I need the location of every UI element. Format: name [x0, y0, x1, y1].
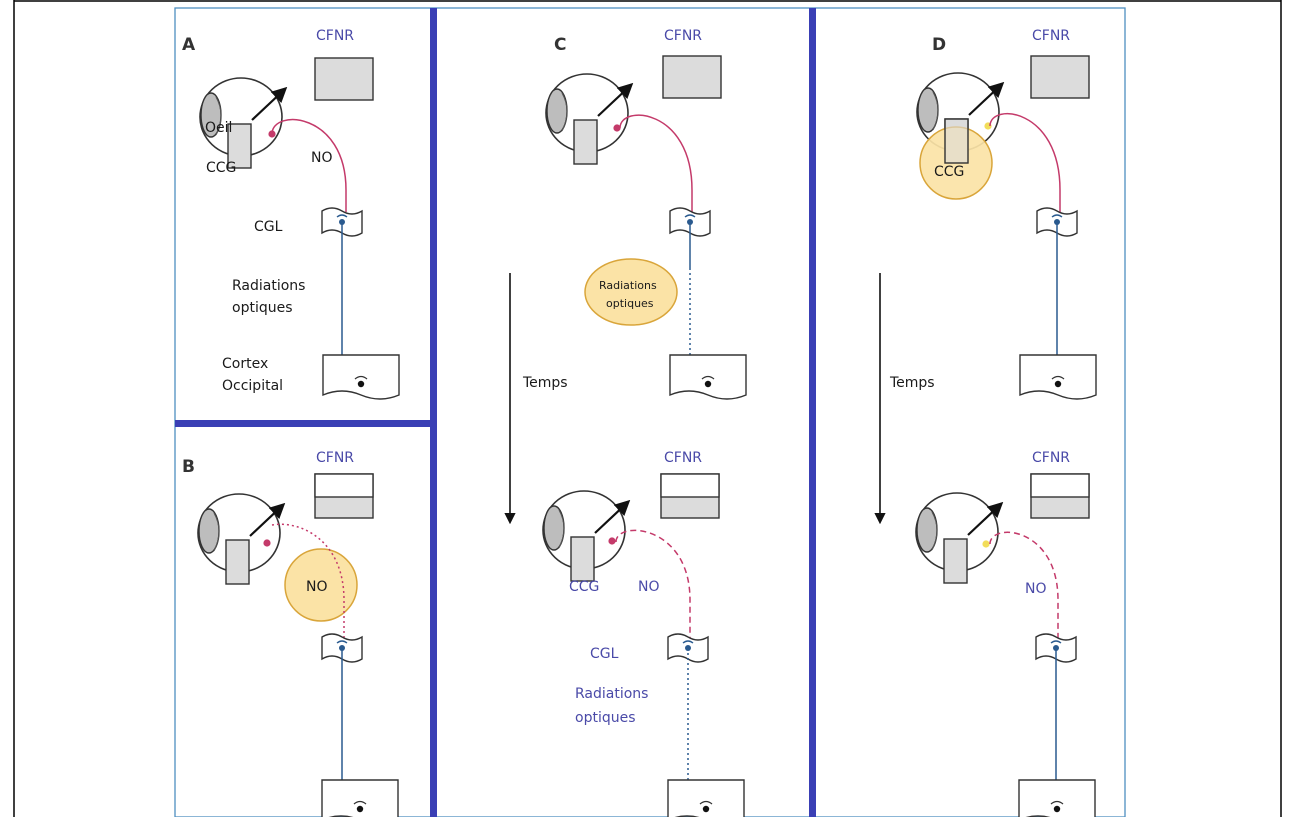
panel-a-radiations-label-1: Radiations	[232, 278, 305, 294]
panel-c-no-label: NO	[638, 579, 660, 595]
panel-d-cfnr-bottom-box	[1030, 473, 1090, 519]
panel-b: B CFNR NO	[182, 450, 399, 817]
panel-c-cfnr-bottom-label: CFNR	[664, 450, 702, 466]
panel-c-cfnr-bottom-box	[660, 473, 720, 519]
panel-c-ganglion-cell-bottom	[608, 537, 616, 545]
panel-d-cfnr-top-label: CFNR	[1032, 28, 1070, 44]
panel-b-eye	[198, 494, 283, 584]
panel-a-cortex-label-2: Occipital	[222, 378, 283, 394]
divider-c-d	[809, 8, 816, 817]
panel-d-eye-bottom	[916, 493, 1001, 583]
panel-a-optic-nerve-fiber	[271, 118, 347, 212]
panel-b-cfnr-label: CFNR	[316, 450, 354, 466]
panel-c-cfnr-top-box	[662, 55, 722, 99]
panel-c-cfnr-top-label: CFNR	[664, 28, 702, 44]
panel-c-cgl-label: CGL	[590, 646, 619, 662]
panel-b-cortex	[321, 779, 399, 817]
panel-c: C CFNR Radiations optiques Temps CFNR CC…	[504, 28, 747, 817]
panel-c-cortex-bottom	[667, 779, 745, 817]
panel-d-optic-nerve-fiber-bottom	[989, 531, 1059, 640]
divider-a-b	[175, 420, 435, 427]
panel-d-ganglion-cell-bottom	[982, 540, 990, 548]
panel-a-letter: A	[182, 35, 196, 55]
panel-d-cortex-top	[1019, 354, 1097, 400]
divider-ab-c	[430, 8, 437, 817]
panel-a-cgl-label: CGL	[254, 219, 283, 235]
panel-c-cortex-top	[669, 354, 747, 400]
panel-b-ganglion-cell	[263, 539, 271, 547]
panel-c-ccg-label: CCG	[569, 579, 599, 595]
panel-c-radiations-label-2: optiques	[575, 710, 636, 726]
panel-c-eye-bottom	[543, 491, 628, 581]
panel-b-letter: B	[182, 457, 195, 477]
panel-a-ccg-label: CCG	[206, 160, 236, 176]
panel-d-optic-nerve-fiber-top	[989, 113, 1061, 212]
figure-frame	[174, 7, 1126, 817]
panel-d-cfnr-bottom-label: CFNR	[1032, 450, 1070, 466]
panel-a-radiations-label-2: optiques	[232, 300, 293, 316]
panel-a: A CFNR Oeil CCG NO CGL Radiations optiqu…	[182, 28, 400, 400]
panel-d-ccg-box-top	[944, 118, 969, 164]
panel-a-cortex	[322, 354, 400, 400]
panel-c-radiations-label-1: Radiations	[575, 686, 648, 702]
panel-c-ganglion-cell-top	[613, 124, 621, 132]
panel-b-cfnr-box	[314, 473, 374, 519]
panel-c-optic-nerve-fiber-top	[619, 114, 693, 212]
panel-c-optic-nerve-fiber-bottom	[615, 529, 691, 640]
panel-c-radiation-lesion	[584, 258, 678, 326]
panel-d-lesion-label: CCG	[934, 164, 964, 180]
panel-d-time-label: Temps	[889, 375, 935, 391]
panel-d-cortex-bottom	[1018, 779, 1096, 817]
panel-a-cortex-label-1: Cortex	[222, 356, 268, 372]
panel-d-no-label: NO	[1025, 581, 1047, 597]
panel-a-cfnr-label: CFNR	[316, 28, 354, 44]
panel-d-letter: D	[932, 35, 946, 55]
panel-a-no-label: NO	[311, 150, 333, 166]
panel-b-degenerated-fiber	[271, 523, 345, 640]
panel-a-oeil-label: Oeil	[205, 120, 232, 136]
panel-b-lesion-label: NO	[306, 579, 328, 595]
panel-a-cfnr-box	[314, 57, 374, 101]
panel-c-letter: C	[554, 35, 566, 55]
panel-c-lesion-label-2: optiques	[606, 297, 654, 310]
panel-c-eye-top	[546, 74, 631, 164]
panel-d-cfnr-top-box	[1030, 55, 1090, 99]
panel-c-time-label: Temps	[522, 375, 568, 391]
panel-c-lesion-label-1: Radiations	[599, 279, 657, 292]
panel-d: D CFNR CCG Temps CFNR NO	[874, 28, 1097, 817]
